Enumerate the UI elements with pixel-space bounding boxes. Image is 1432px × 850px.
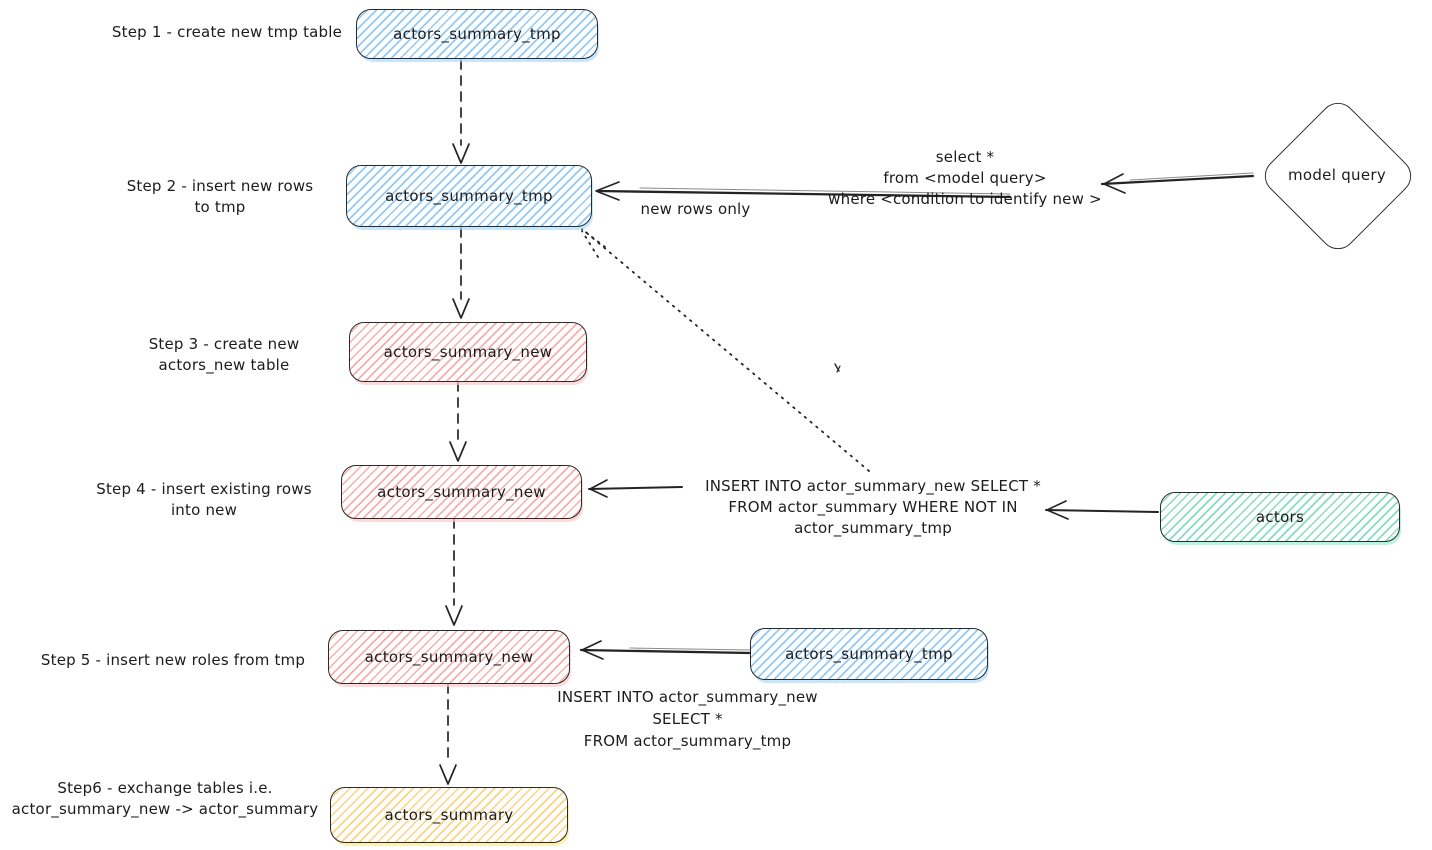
query-sql-line2: from <model query>	[883, 169, 1047, 187]
step6-label-line2: actor_summary_new -> actor_summary	[11, 800, 319, 818]
node-step6-actors-summary[interactable]: actors_summary	[330, 787, 568, 843]
step4-label: Step 4 - insert existing rows into new	[76, 479, 332, 521]
step4-label-line1: Step 4 - insert existing rows	[96, 480, 312, 498]
stray-mark	[834, 363, 841, 373]
step3-label-line1: Step 3 - create new	[148, 335, 300, 353]
insert-tmp-sql-text: INSERT INTO actor_summary_new SELECT * F…	[540, 686, 835, 752]
insert-tmp-sql-line2: SELECT *	[652, 710, 723, 728]
insert-missing-sql-line1: INSERT INTO actor_summary_new SELECT *	[705, 477, 1041, 495]
step2-label-line2: to tmp	[194, 198, 246, 216]
step4-label-line2: into new	[170, 501, 238, 519]
node-actors[interactable]: actors	[1160, 492, 1400, 542]
node-step1-actors-summary-tmp[interactable]: actors_summary_tmp	[356, 9, 598, 59]
model-query-label: model query	[1287, 166, 1387, 184]
insert-tmp-sql-line3: FROM actor_summary_tmp	[583, 732, 792, 750]
node-model-query[interactable]: model query	[1257, 95, 1419, 257]
arrow-step3-to-step4	[449, 381, 467, 462]
node-step2-actors-summary-tmp[interactable]: actors_summary_tmp	[346, 165, 592, 227]
insert-missing-sql-line2: FROM actor_summary WHERE NOT IN	[728, 498, 1018, 516]
step2-label-line1: Step 2 - insert new rows	[126, 177, 314, 195]
step3-label-line2: actors_new table	[158, 356, 290, 374]
step6-label-line1: Step6 - exchange tables i.e.	[57, 779, 273, 797]
arrow-step5-to-step6	[439, 683, 457, 785]
new-rows-only-label: new rows only	[640, 200, 751, 218]
node-step3-actors-summary-new[interactable]: actors_summary_new	[349, 322, 587, 382]
insert-missing-sql-text: INSERT INTO actor_summary_new SELECT * F…	[683, 476, 1063, 539]
query-sql-line1: select *	[935, 148, 995, 166]
arrow-step2-to-step3	[452, 227, 470, 319]
step2-label: Step 2 - insert new rows to tmp	[96, 176, 344, 218]
node-step5-actors-summary-new[interactable]: actors_summary_new	[328, 630, 570, 684]
node-source-actors-summary-tmp[interactable]: actors_summary_tmp	[750, 628, 988, 680]
arrow-step4-to-step5	[445, 518, 463, 626]
arrow-insertsql-to-step4-node	[588, 479, 683, 498]
insert-missing-sql-line3: actor_summary_tmp	[794, 519, 952, 537]
arrow-step1-to-step2	[452, 59, 470, 164]
query-sql-text: select * from <model query> where <condi…	[800, 147, 1130, 210]
step6-label: Step6 - exchange tables i.e. actor_summa…	[6, 778, 324, 820]
step1-label: Step 1 - create new tmp table	[111, 23, 343, 41]
query-sql-line3: where <condition to identify new >	[828, 190, 1102, 208]
arrow-tmp-to-step5-node	[579, 640, 752, 660]
node-step4-actors-summary-new[interactable]: actors_summary_new	[341, 465, 582, 519]
step5-label: Step 5 - insert new roles from tmp	[40, 651, 306, 669]
insert-tmp-sql-line1: INSERT INTO actor_summary_new	[557, 688, 818, 706]
dotted-arrow-insertsql-to-step2-node	[581, 228, 870, 472]
step3-label: Step 3 - create new actors_new table	[108, 334, 340, 376]
